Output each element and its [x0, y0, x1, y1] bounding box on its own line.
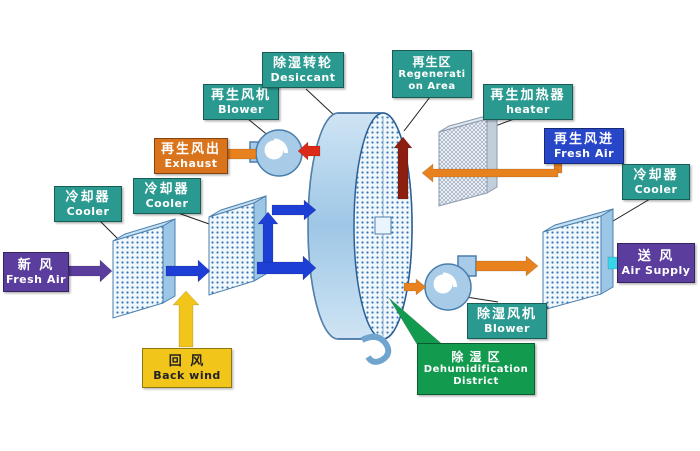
label-cooler-middle: 冷却器 Cooler: [133, 178, 201, 214]
label-regen-blower: 再生风机 Blower: [203, 84, 279, 120]
arrow-into-wheel-upper: [271, 199, 317, 221]
label-regen-fresh-air: 再生风进 Fresh Air: [544, 128, 624, 164]
label-regen-exhaust: 再生风出 Exhaust: [154, 138, 228, 174]
desiccant-wheel: [307, 112, 413, 365]
label-desiccant-wheel: 除湿转轮 Desiccant: [262, 52, 344, 88]
arrow-fan-to-cooler: [475, 255, 539, 277]
wheel-hub: [374, 216, 392, 235]
heater-panel: [438, 112, 498, 207]
arrow-back-wind: [172, 290, 200, 348]
wheel-seal-curl: [360, 333, 392, 365]
arrow-wheel-to-dehum-fan: [403, 278, 427, 296]
cooler-panel-left: [112, 218, 176, 319]
label-cooler-left: 冷却器 Cooler: [54, 186, 122, 222]
arrow-wheel-to-regen-fan: [297, 141, 321, 161]
label-back-wind: 回 风 Back wind: [142, 348, 232, 388]
arrow-fresh-air: [65, 259, 113, 283]
arrow-cooler-to-cooler: [165, 259, 211, 283]
regen-fan: [249, 129, 303, 177]
label-cooler-right: 冷却器 Cooler: [622, 164, 690, 200]
label-dehumidification-district: 除 湿 区 Dehumidification District: [417, 343, 535, 395]
cooler-panel-middle: [208, 195, 267, 296]
arrow-regen-inlet: [421, 163, 559, 183]
label-regeneration-area: 再生区 Regenerati on Area: [392, 50, 472, 98]
arrow-regen-zone: [393, 136, 413, 200]
label-air-supply: 送 风 Air Supply: [617, 243, 695, 283]
dehum-fan: [424, 255, 477, 311]
label-fresh-air-in: 新 风 Fresh Air: [3, 252, 69, 292]
cooler-panel-right: [542, 208, 614, 311]
label-dehum-blower: 除湿风机 Blower: [467, 303, 547, 339]
label-regen-heater: 再生加热器 heater: [483, 84, 573, 120]
arrow-riser-up: [257, 211, 279, 263]
